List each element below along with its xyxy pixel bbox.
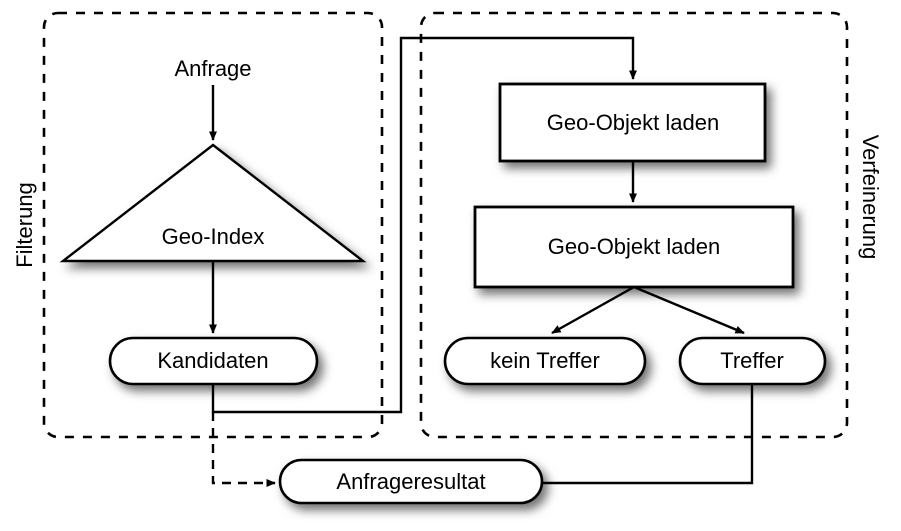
node-kein-treffer[interactable]: kein Treffer xyxy=(443,336,647,386)
edge-geo-objekt-laden-2-to-kein-treffer xyxy=(551,285,635,335)
edge-kandidaten-to-anfrageresultat xyxy=(211,412,276,487)
group-verfeinerung-label: Verfeinerung xyxy=(858,135,883,260)
node-treffer-shape[interactable] xyxy=(678,336,827,386)
group-filterung-label: Filterung xyxy=(12,182,37,268)
node-anfrageresultat[interactable]: Anfrageresultat xyxy=(278,458,544,505)
node-treffer-label: Treffer xyxy=(720,348,784,373)
node-geo-index[interactable]: Geo-Index xyxy=(59,143,367,263)
node-geo-objekt-laden-1-shape[interactable] xyxy=(498,82,767,163)
node-geo-objekt-laden-2[interactable]: Geo-Objekt laden xyxy=(473,205,795,289)
node-anfrageresultat-shape[interactable] xyxy=(278,458,544,505)
node-anfrageresultat-label: Anfrageresultat xyxy=(336,469,485,494)
node-geo-index-label: Geo-Index xyxy=(162,224,265,249)
node-kein-treffer-shape[interactable] xyxy=(443,336,647,386)
edge-treffer-to-anfrageresultat xyxy=(540,384,754,485)
node-geo-objekt-laden-2-shape[interactable] xyxy=(473,205,795,289)
edge-kandidaten-to-geo-objekt-laden-1 xyxy=(211,36,637,414)
node-anfrage-label: Anfrage xyxy=(174,56,251,81)
node-kandidaten[interactable]: Kandidaten xyxy=(108,336,319,386)
node-geo-objekt-laden-2-label: Geo-Objekt laden xyxy=(548,234,720,259)
node-geo-objekt-laden-1[interactable]: Geo-Objekt laden xyxy=(498,82,767,163)
node-treffer[interactable]: Treffer xyxy=(678,336,827,386)
node-kandidaten-label: Kandidaten xyxy=(157,348,268,373)
group-verfeinerung: Verfeinerung xyxy=(419,11,883,439)
node-geo-index-shape[interactable] xyxy=(59,143,367,263)
node-kein-treffer-label: kein Treffer xyxy=(490,348,600,373)
node-geo-objekt-laden-1-label: Geo-Objekt laden xyxy=(547,110,719,135)
node-kandidaten-shape[interactable] xyxy=(108,336,319,386)
edge-geo-objekt-laden-2-to-treffer xyxy=(633,285,745,335)
group-verfeinerung-box xyxy=(419,11,849,439)
